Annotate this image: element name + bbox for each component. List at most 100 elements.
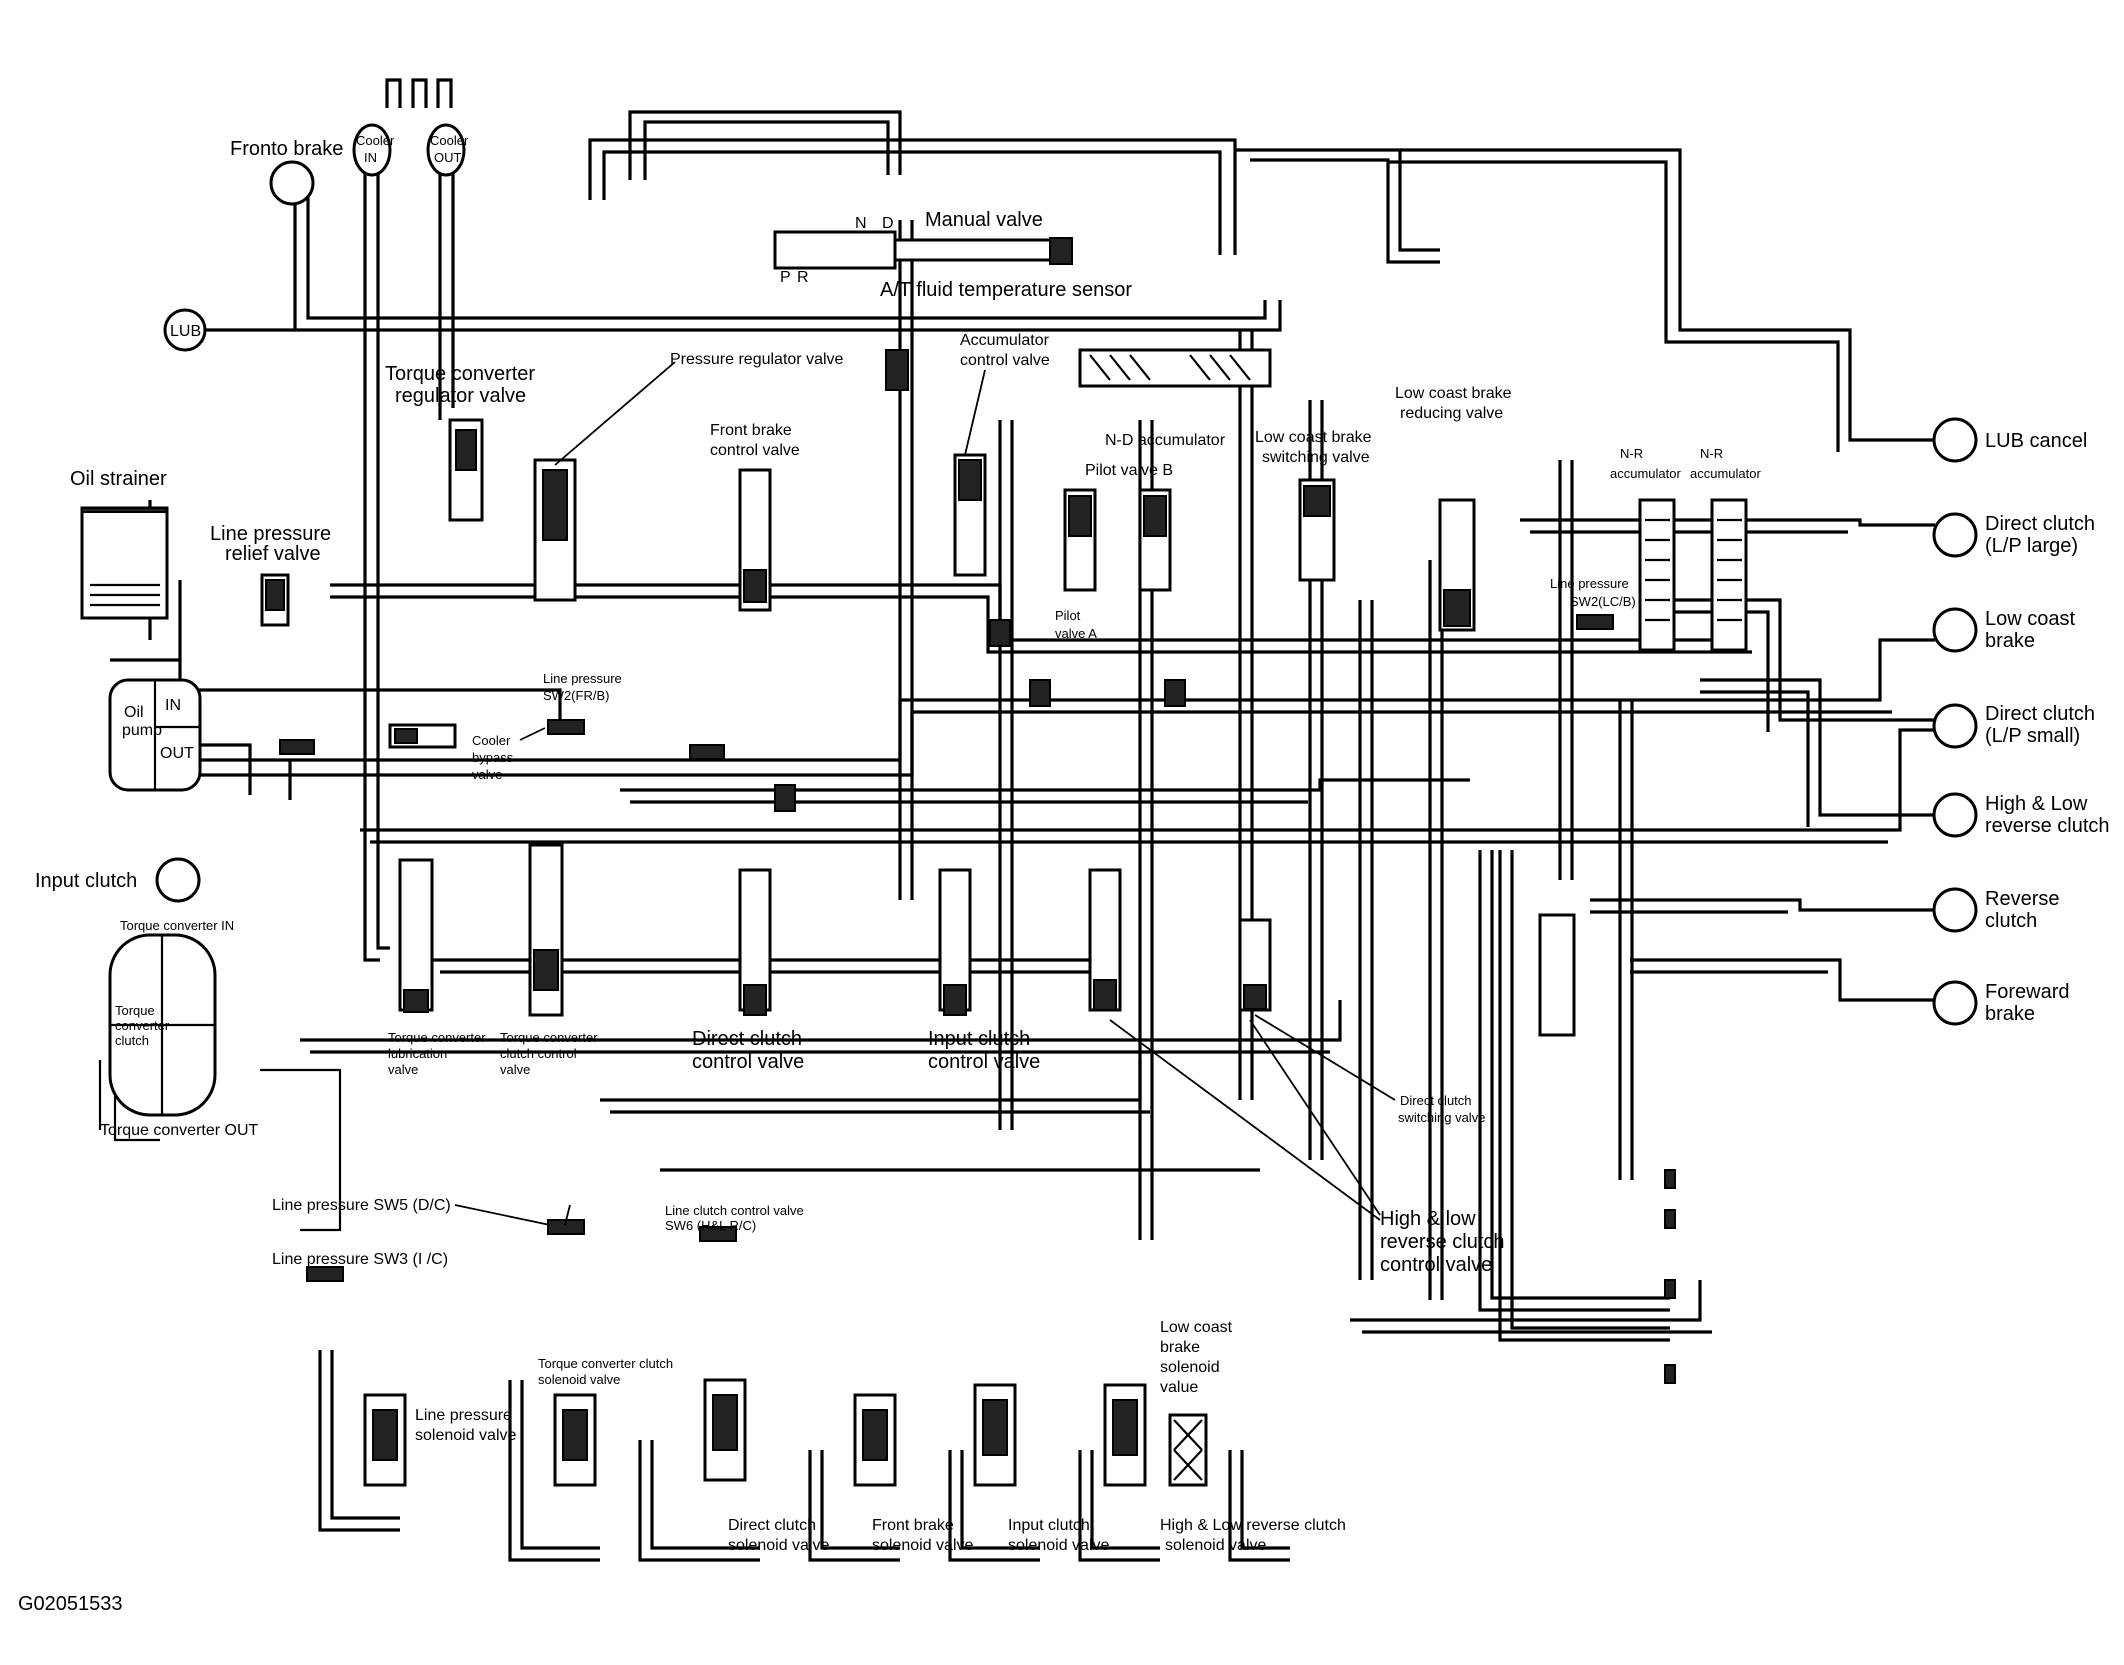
- low-coast-solenoid-label-4: value: [1160, 1379, 1198, 1396]
- lub-label: LUB: [170, 323, 201, 340]
- output-hl-reverse-clutch-label-1: High & Low: [1985, 793, 2088, 815]
- manual-p-label: P: [780, 269, 791, 286]
- tc-clutch-control-label-1: Torque converter: [500, 1030, 598, 1045]
- nr-accumulator-1-label-2: accumulator: [1610, 466, 1681, 481]
- oil-pump-out-label: OUT: [160, 745, 194, 762]
- front-brake-control-label-1: Front brake: [710, 422, 792, 439]
- tc-clutch-control-label-2: clutch control: [500, 1046, 577, 1061]
- front-brake-control-label-2: control valve: [710, 442, 800, 459]
- line-pressure-relief-label-2: relief valve: [225, 543, 321, 565]
- lub-cancel-port: [1932, 417, 1978, 463]
- nr-accumulator-1-label-1: N-R: [1620, 446, 1643, 461]
- fronto-brake-port: [269, 160, 315, 206]
- low-coast-reducing-label-1: Low coast brake: [1395, 385, 1512, 402]
- tc-clutch-label-2: converter: [115, 1018, 170, 1033]
- output-reverse-clutch-label-2: clutch: [1985, 910, 2037, 932]
- oil-strainer-label: Oil strainer: [70, 468, 167, 490]
- leader-lines: [454, 361, 1396, 1226]
- pilot-valve-a-label-2: valve A: [1055, 626, 1097, 641]
- line-pressure-sw2-lcb-label-2: SW2(LC/B): [1570, 594, 1636, 609]
- oil-pump-label-1: Oil: [124, 704, 144, 721]
- output-low-coast-brake-label-1: Low coast: [1985, 608, 2075, 630]
- hl-reverse-solenoid-label-1: High & Low reverse clutch: [1160, 1517, 1346, 1534]
- front-brake-solenoid-label-1: Front brake: [872, 1517, 954, 1534]
- output-direct-clutch-large-label-1: Direct clutch: [1985, 513, 2095, 535]
- tc-in-label: Torque converter IN: [120, 918, 234, 933]
- tc-clutch-control-label-3: valve: [500, 1062, 530, 1077]
- line-pressure-sw2-lcb-label-1: Line pressure: [1550, 576, 1629, 591]
- accumulator-control-label-1: Accumulator: [960, 332, 1050, 349]
- output-low-coast-brake-label-2: brake: [1985, 630, 2035, 652]
- cooler-in-port: [352, 123, 392, 177]
- line-pressure-relief-label-1: Line pressure: [210, 523, 331, 545]
- low-coast-brake-port: [1932, 607, 1978, 653]
- line-pressure-sw6-label-1: Line clutch control valve: [665, 1203, 804, 1218]
- cooler-in-label-2: IN: [364, 150, 377, 165]
- output-direct-clutch-large-label-2: (L/P large): [1985, 535, 2078, 557]
- low-coast-solenoid-label-2: brake: [1160, 1339, 1200, 1356]
- output-hl-reverse-clutch-label-2: reverse clutch: [1985, 815, 2110, 837]
- tc-lubrication-label-1: Torque converter: [388, 1030, 486, 1045]
- tc-clutch-label-1: Torque: [115, 1003, 155, 1018]
- direct-clutch-control-label-2: control valve: [692, 1051, 804, 1073]
- labels: Fronto brake Cooler IN Cooler OUT LUB Ma…: [18, 133, 2110, 1615]
- line-pressure-sw2-frb-label-2: SW2(FR/B): [543, 688, 609, 703]
- low-coast-solenoid-label-3: solenoid: [1160, 1359, 1220, 1376]
- high-low-reverse-clutch-port: [1932, 792, 1978, 838]
- pressure-regulator-valve-label: Pressure regulator valve: [670, 351, 844, 368]
- tc-lubrication-label-2: lubrication: [388, 1046, 447, 1061]
- tcc-solenoid-label-1: Torque converter clutch: [538, 1356, 673, 1371]
- manual-r-label: R: [797, 269, 809, 286]
- output-lub-cancel-label: LUB cancel: [1985, 430, 2087, 452]
- line-pressure-sw2-frb-label-1: Line pressure: [543, 671, 622, 686]
- figure-id: G02051533: [18, 1593, 123, 1615]
- nd-accumulator-label: N-D accumulator: [1105, 432, 1226, 449]
- hl-reverse-solenoid-label-2: solenoid valve: [1165, 1537, 1267, 1554]
- fronto-brake-label: Fronto brake: [230, 138, 343, 160]
- cooler-bypass-label-3: valve: [472, 767, 502, 782]
- oil-pump-label-2: pump: [122, 722, 162, 739]
- output-foreward-brake-label-2: brake: [1985, 1003, 2035, 1025]
- hl-reverse-control-label-2: reverse clutch: [1380, 1231, 1505, 1253]
- input-clutch-control-label-1: Input clutch: [928, 1028, 1030, 1050]
- tc-out-label: Torque converter OUT: [100, 1122, 259, 1139]
- line-pressure-solenoid-label-1: Line pressure: [415, 1407, 512, 1424]
- output-direct-clutch-small-label-2: (L/P small): [1985, 725, 2080, 747]
- line-pressure-solenoid-label-2: solenoid valve: [415, 1427, 517, 1444]
- input-clutch-solenoid-label-2: solenoid valve: [1008, 1537, 1110, 1554]
- tc-regulator-valve-label-1: Torque converter: [385, 363, 535, 385]
- direct-clutch-small-port: [1932, 703, 1978, 749]
- at-fluid-temp-sensor-label: A/T fluid temperature sensor: [880, 279, 1132, 301]
- cooler-bypass-label-2: bypass: [472, 750, 514, 765]
- pilot-valve-b-label: Pilot valve B: [1085, 462, 1173, 479]
- cooler-out-label-1: Cooler: [430, 133, 469, 148]
- output-foreward-brake-label-1: Foreward: [1985, 981, 2069, 1003]
- tc-lubrication-label-3: valve: [388, 1062, 418, 1077]
- ports: [155, 123, 1978, 1026]
- reverse-clutch-port: [1932, 887, 1978, 933]
- manual-valve-label: Manual valve: [925, 209, 1043, 231]
- output-reverse-clutch-label-1: Reverse: [1985, 888, 2059, 910]
- cooler-out-port: [426, 123, 466, 177]
- direct-clutch-control-label-1: Direct clutch: [692, 1028, 802, 1050]
- nr-accumulator-2-label-1: N-R: [1700, 446, 1723, 461]
- line-pressure-sw6-label-2: SW6 (H&L R/C): [665, 1218, 756, 1233]
- hl-reverse-control-label-1: High & low: [1380, 1208, 1476, 1230]
- tc-clutch-label-3: clutch: [115, 1033, 149, 1048]
- tcc-solenoid-label-2: solenoid valve: [538, 1372, 620, 1387]
- front-brake-solenoid-label-2: solenoid valve: [872, 1537, 974, 1554]
- hydraulic-lines: [98, 110, 1935, 1562]
- hl-reverse-control-label-3: control valve: [1380, 1254, 1492, 1276]
- nr-accumulator-2-label-2: accumulator: [1690, 466, 1761, 481]
- direct-clutch-switching-label-1: Direct clutch: [1400, 1093, 1472, 1108]
- cooler-in-label-1: Cooler: [356, 133, 395, 148]
- cooler-bypass-label-1: Cooler: [472, 733, 511, 748]
- line-pressure-sw5-label: Line pressure SW5 (D/C): [272, 1197, 451, 1214]
- direct-clutch-switching-label-2: switching valve: [1398, 1110, 1485, 1125]
- input-clutch-control-label-2: control valve: [928, 1051, 1040, 1073]
- line-pressure-sw3-label: Line pressure SW3 (I /C): [272, 1251, 448, 1268]
- manual-n-label: N: [855, 215, 867, 232]
- output-direct-clutch-small-label-1: Direct clutch: [1985, 703, 2095, 725]
- low-coast-reducing-label-2: reducing valve: [1400, 405, 1503, 422]
